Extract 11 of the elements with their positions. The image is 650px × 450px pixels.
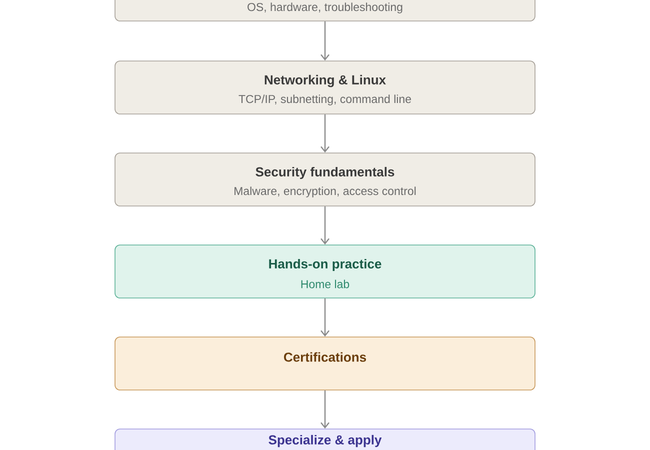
step-box: OS, hardware, troubleshooting bbox=[114, 0, 536, 22]
arrow bbox=[320, 114, 330, 153]
arrow bbox=[320, 206, 330, 245]
step-box: Networking & Linux TCP/IP, subnetting, command line bbox=[114, 60, 536, 114]
step-box: Security fundamentals Malware, encryption, access control bbox=[114, 152, 536, 206]
arrow bbox=[320, 298, 330, 337]
arrow bbox=[320, 21, 330, 61]
arrow bbox=[320, 390, 330, 429]
step-box: Certifications bbox=[114, 336, 536, 390]
step-box: Specialize & apply bbox=[114, 428, 536, 450]
step-box: Hands-on practice Home lab bbox=[114, 244, 536, 298]
